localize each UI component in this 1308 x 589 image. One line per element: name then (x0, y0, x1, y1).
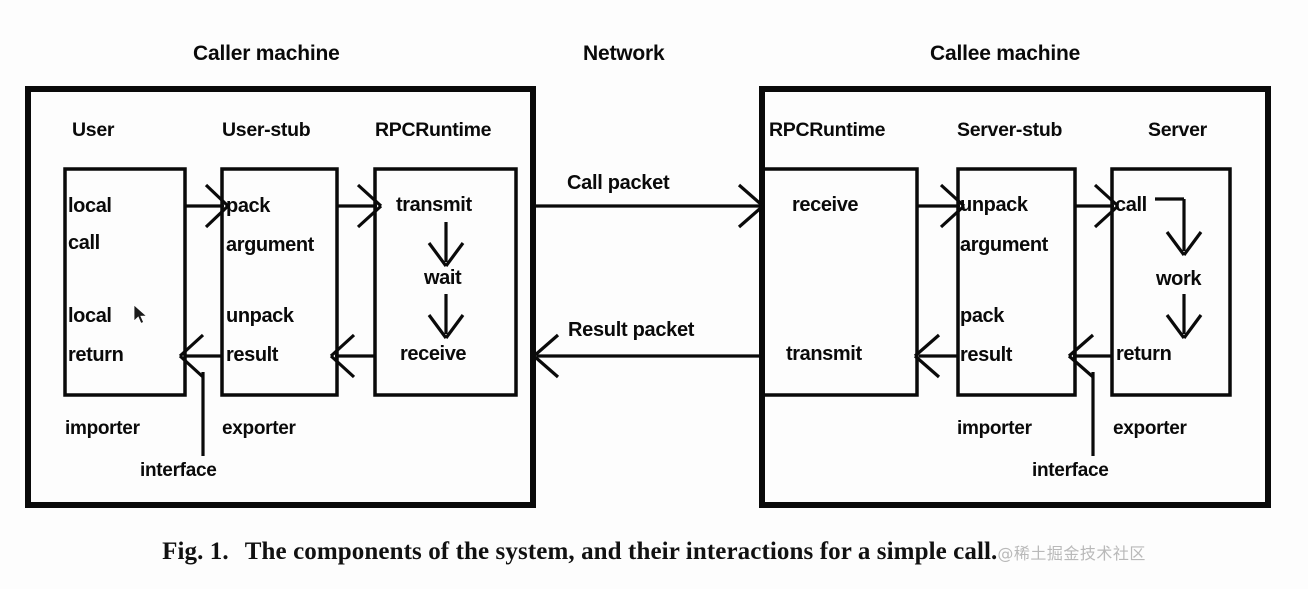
arrow-userstub-to-user (178, 333, 222, 379)
arrow-serverstub-to-server (1075, 183, 1120, 229)
caller-rpcruntime-box (373, 167, 518, 397)
step-user-local-2: local (68, 305, 112, 327)
step-userstub-argument: argument (226, 234, 314, 256)
column-title-callee-rpcruntime: RPCRuntime (769, 119, 886, 141)
figure-caption: Fig. 1. The components of the system, and… (0, 538, 1308, 566)
arrow-rpcruntime-to-userstub (329, 333, 375, 379)
callee-machine-title: Callee machine (930, 42, 1081, 65)
step-userstub-unpack: unpack (226, 305, 294, 327)
step-user-local: local (68, 195, 112, 217)
mouse-cursor-icon (133, 304, 148, 324)
user-stub-box (220, 167, 339, 397)
column-title-user-stub: User-stub (222, 119, 311, 141)
figure-number: Fig. 1. (162, 538, 229, 565)
role-callee-importer: importer (957, 418, 1032, 439)
role-callee-exporter: exporter (1113, 418, 1187, 439)
step-user-return: return (68, 344, 124, 366)
server-box (1110, 167, 1232, 397)
step-callee-transmit: transmit (786, 343, 862, 365)
watermark-text: @稀土掘金技术社区 (997, 544, 1146, 563)
arrow-user-to-userstub (185, 183, 230, 229)
arrow-calleerpc-to-serverstub (917, 183, 966, 229)
step-userstub-result: result (226, 344, 279, 366)
figure-caption-text: The components of the system, and their … (244, 538, 998, 565)
column-title-server: Server (1148, 119, 1207, 141)
column-title-server-stub: Server-stub (957, 119, 1063, 141)
arrow-result-packet (532, 333, 762, 379)
step-caller-transmit: transmit (396, 194, 472, 216)
arrow-call-packet (533, 183, 765, 229)
column-title-user: User (72, 119, 115, 141)
label-call-packet: Call packet (567, 172, 670, 194)
step-serverstub-unpack: unpack (960, 194, 1028, 216)
step-user-call: call (68, 232, 100, 254)
callee-machine-box (759, 86, 1271, 508)
label-caller-interface: interface (140, 460, 217, 481)
arrow-work-to-return (1165, 294, 1203, 339)
step-server-return: return (1116, 343, 1172, 365)
arrow-transmit-to-wait (427, 222, 465, 267)
step-server-work: work (1156, 268, 1202, 290)
step-serverstub-result: result (960, 344, 1013, 366)
network-title: Network (583, 42, 665, 65)
label-result-packet: Result packet (568, 319, 695, 341)
step-caller-receive: receive (400, 343, 467, 365)
label-callee-interface: interface (1032, 460, 1109, 481)
step-userstub-pack: pack (226, 195, 270, 217)
user-box (63, 167, 187, 397)
arrow-server-to-serverstub (1067, 333, 1112, 379)
caller-machine-title: Caller machine (193, 42, 340, 65)
step-caller-wait: wait (424, 267, 462, 289)
column-title-caller-rpcruntime: RPCRuntime (375, 119, 492, 141)
arrow-userstub-to-rpcruntime (337, 183, 383, 229)
role-caller-exporter: exporter (222, 418, 296, 439)
callee-rpcruntime-box (760, 167, 919, 397)
step-serverstub-pack: pack (960, 305, 1004, 327)
arrow-call-to-work (1155, 197, 1203, 256)
role-caller-importer: importer (65, 418, 140, 439)
caller-machine-box (25, 86, 536, 508)
step-serverstub-argument: argument (960, 234, 1048, 256)
step-server-call: call (1115, 194, 1147, 216)
arrow-serverstub-to-calleerpc (913, 333, 958, 379)
server-stub-box (956, 167, 1077, 397)
arrow-wait-to-receive (427, 294, 465, 339)
step-callee-receive: receive (792, 194, 859, 216)
